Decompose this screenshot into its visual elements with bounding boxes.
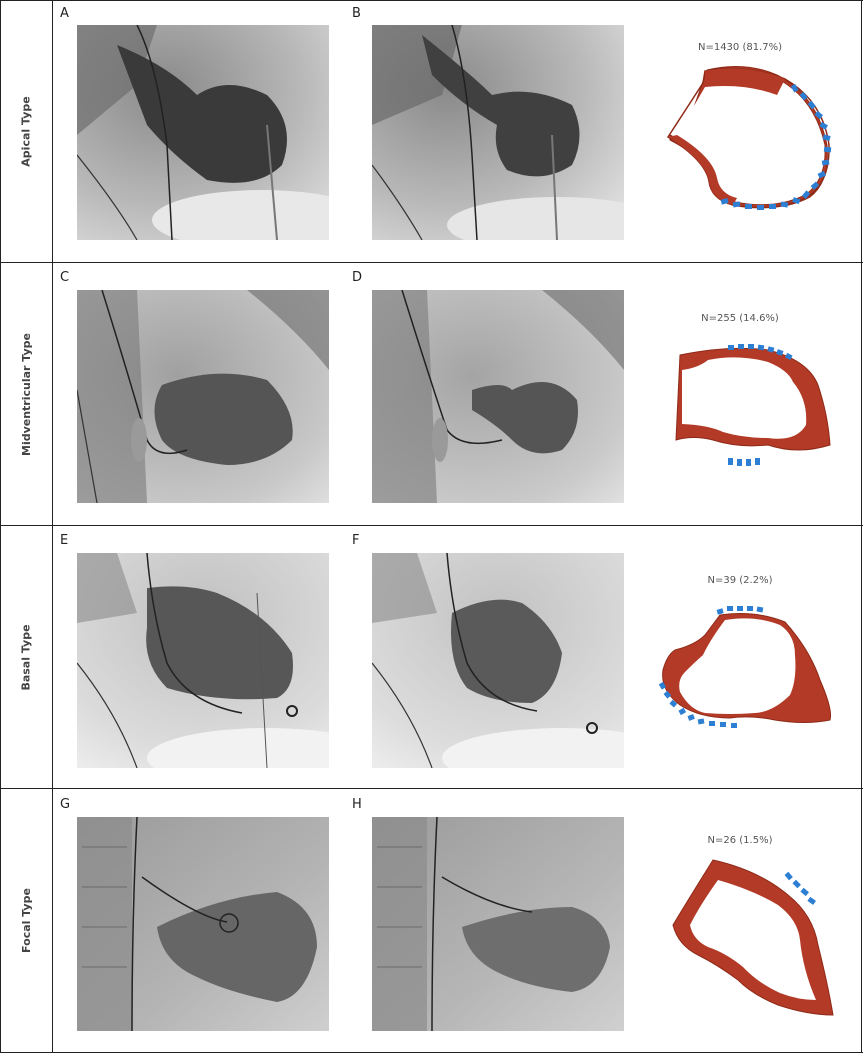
panel-letter-a: A [60, 6, 69, 21]
row-label-focal: Focal Type [19, 888, 33, 953]
panel-letter-f: F [352, 533, 360, 548]
panel-letter-c: C [60, 270, 70, 285]
angiogram-g-diastole [77, 817, 329, 1031]
row-label-midventricular: Midventricular Type [19, 332, 33, 456]
schematic-midventricular [675, 344, 831, 466]
border-bottom [0, 1052, 863, 1053]
angiogram-c-diastole [77, 290, 329, 503]
count-basal: N=39 (2.2%) [707, 575, 773, 586]
angiogram-h-systole [372, 817, 624, 1031]
schematic-apical [666, 66, 832, 210]
angiogram-d-systole [372, 290, 624, 503]
panel-letter-h: H [352, 797, 362, 812]
count-apical: N=1430 (81.7%) [697, 42, 783, 53]
angiogram-a-diastole [77, 25, 329, 240]
panel-letter-e: E [60, 533, 69, 548]
dashes-apical [720, 83, 832, 210]
schematic-basal [658, 606, 831, 728]
border-top [0, 0, 863, 1]
panel-letter-b: B [352, 6, 361, 21]
row-label-basal: Basal Type [19, 623, 33, 691]
angiogram-f-systole [372, 553, 624, 768]
panel-letter-d: D [352, 270, 363, 285]
row-label-apical: Apical Type [19, 95, 33, 167]
schematic-focal [672, 859, 834, 1016]
dashes-basal [658, 606, 764, 728]
row-divider-2 [0, 525, 863, 526]
row-divider-3 [0, 788, 863, 789]
panel-letter-g: G [60, 797, 71, 812]
border-left [0, 0, 1, 1053]
angiogram-e-diastole [77, 553, 329, 768]
angiogram-b-systole [372, 25, 624, 240]
label-column-divider [52, 0, 53, 1053]
count-midventricular: N=255 (14.6%) [701, 313, 779, 324]
dashes-focal [784, 871, 816, 905]
row-divider-1 [0, 262, 863, 263]
border-right [861, 0, 862, 1053]
dashes-midventricular [728, 344, 793, 466]
count-focal: N=26 (1.5%) [707, 835, 773, 846]
